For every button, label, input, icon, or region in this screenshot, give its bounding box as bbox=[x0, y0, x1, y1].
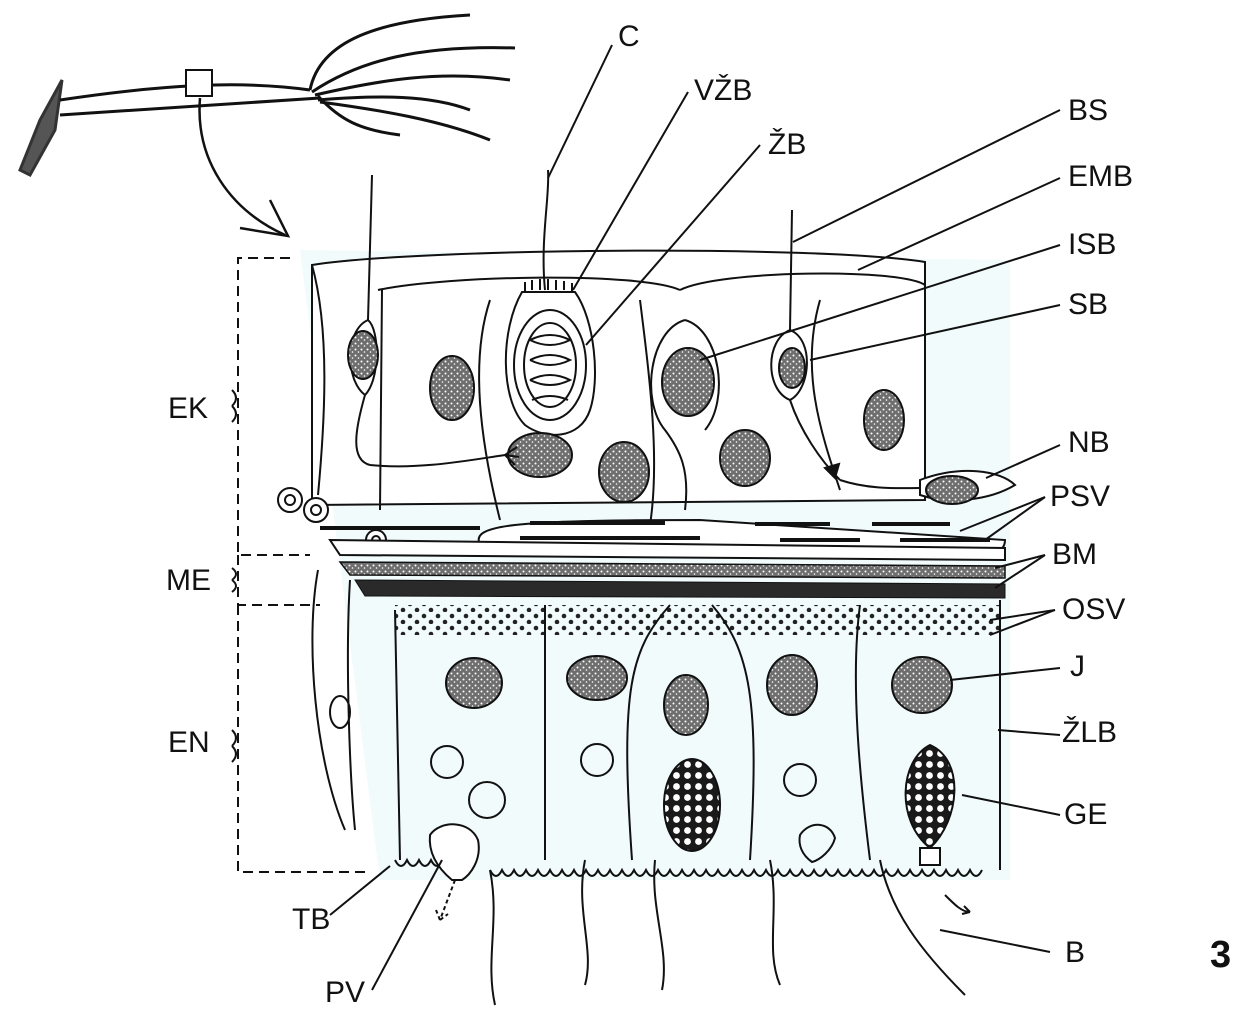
label-isb: ISB bbox=[1068, 230, 1116, 260]
label-bm: BM bbox=[1052, 540, 1097, 570]
label-me: ME bbox=[166, 566, 211, 596]
figure-number: 3 bbox=[1210, 936, 1231, 974]
label-zlb: ŽLB bbox=[1062, 718, 1117, 748]
label-zb: ŽB bbox=[768, 130, 806, 160]
label-tb: TB bbox=[292, 905, 330, 935]
label-j: J bbox=[1070, 652, 1085, 682]
label-sb: SB bbox=[1068, 290, 1108, 320]
label-pv: PV bbox=[325, 978, 365, 1008]
label-osv: OSV bbox=[1062, 595, 1125, 625]
label-psv: PSV bbox=[1050, 482, 1110, 512]
label-en: EN bbox=[168, 728, 210, 758]
label-nb: NB bbox=[1068, 428, 1110, 458]
label-vzb: VŽB bbox=[694, 76, 752, 106]
label-emb: EMB bbox=[1068, 162, 1133, 192]
label-ge: GE bbox=[1064, 800, 1107, 830]
label-cnidocil: C bbox=[618, 22, 640, 52]
hydra-sketch bbox=[20, 15, 515, 236]
label-b: B bbox=[1065, 938, 1085, 968]
flagella bbox=[436, 860, 970, 1005]
mesoglea-layers bbox=[330, 540, 1005, 598]
label-ek: EK bbox=[168, 394, 208, 424]
label-bs: BS bbox=[1068, 96, 1108, 126]
